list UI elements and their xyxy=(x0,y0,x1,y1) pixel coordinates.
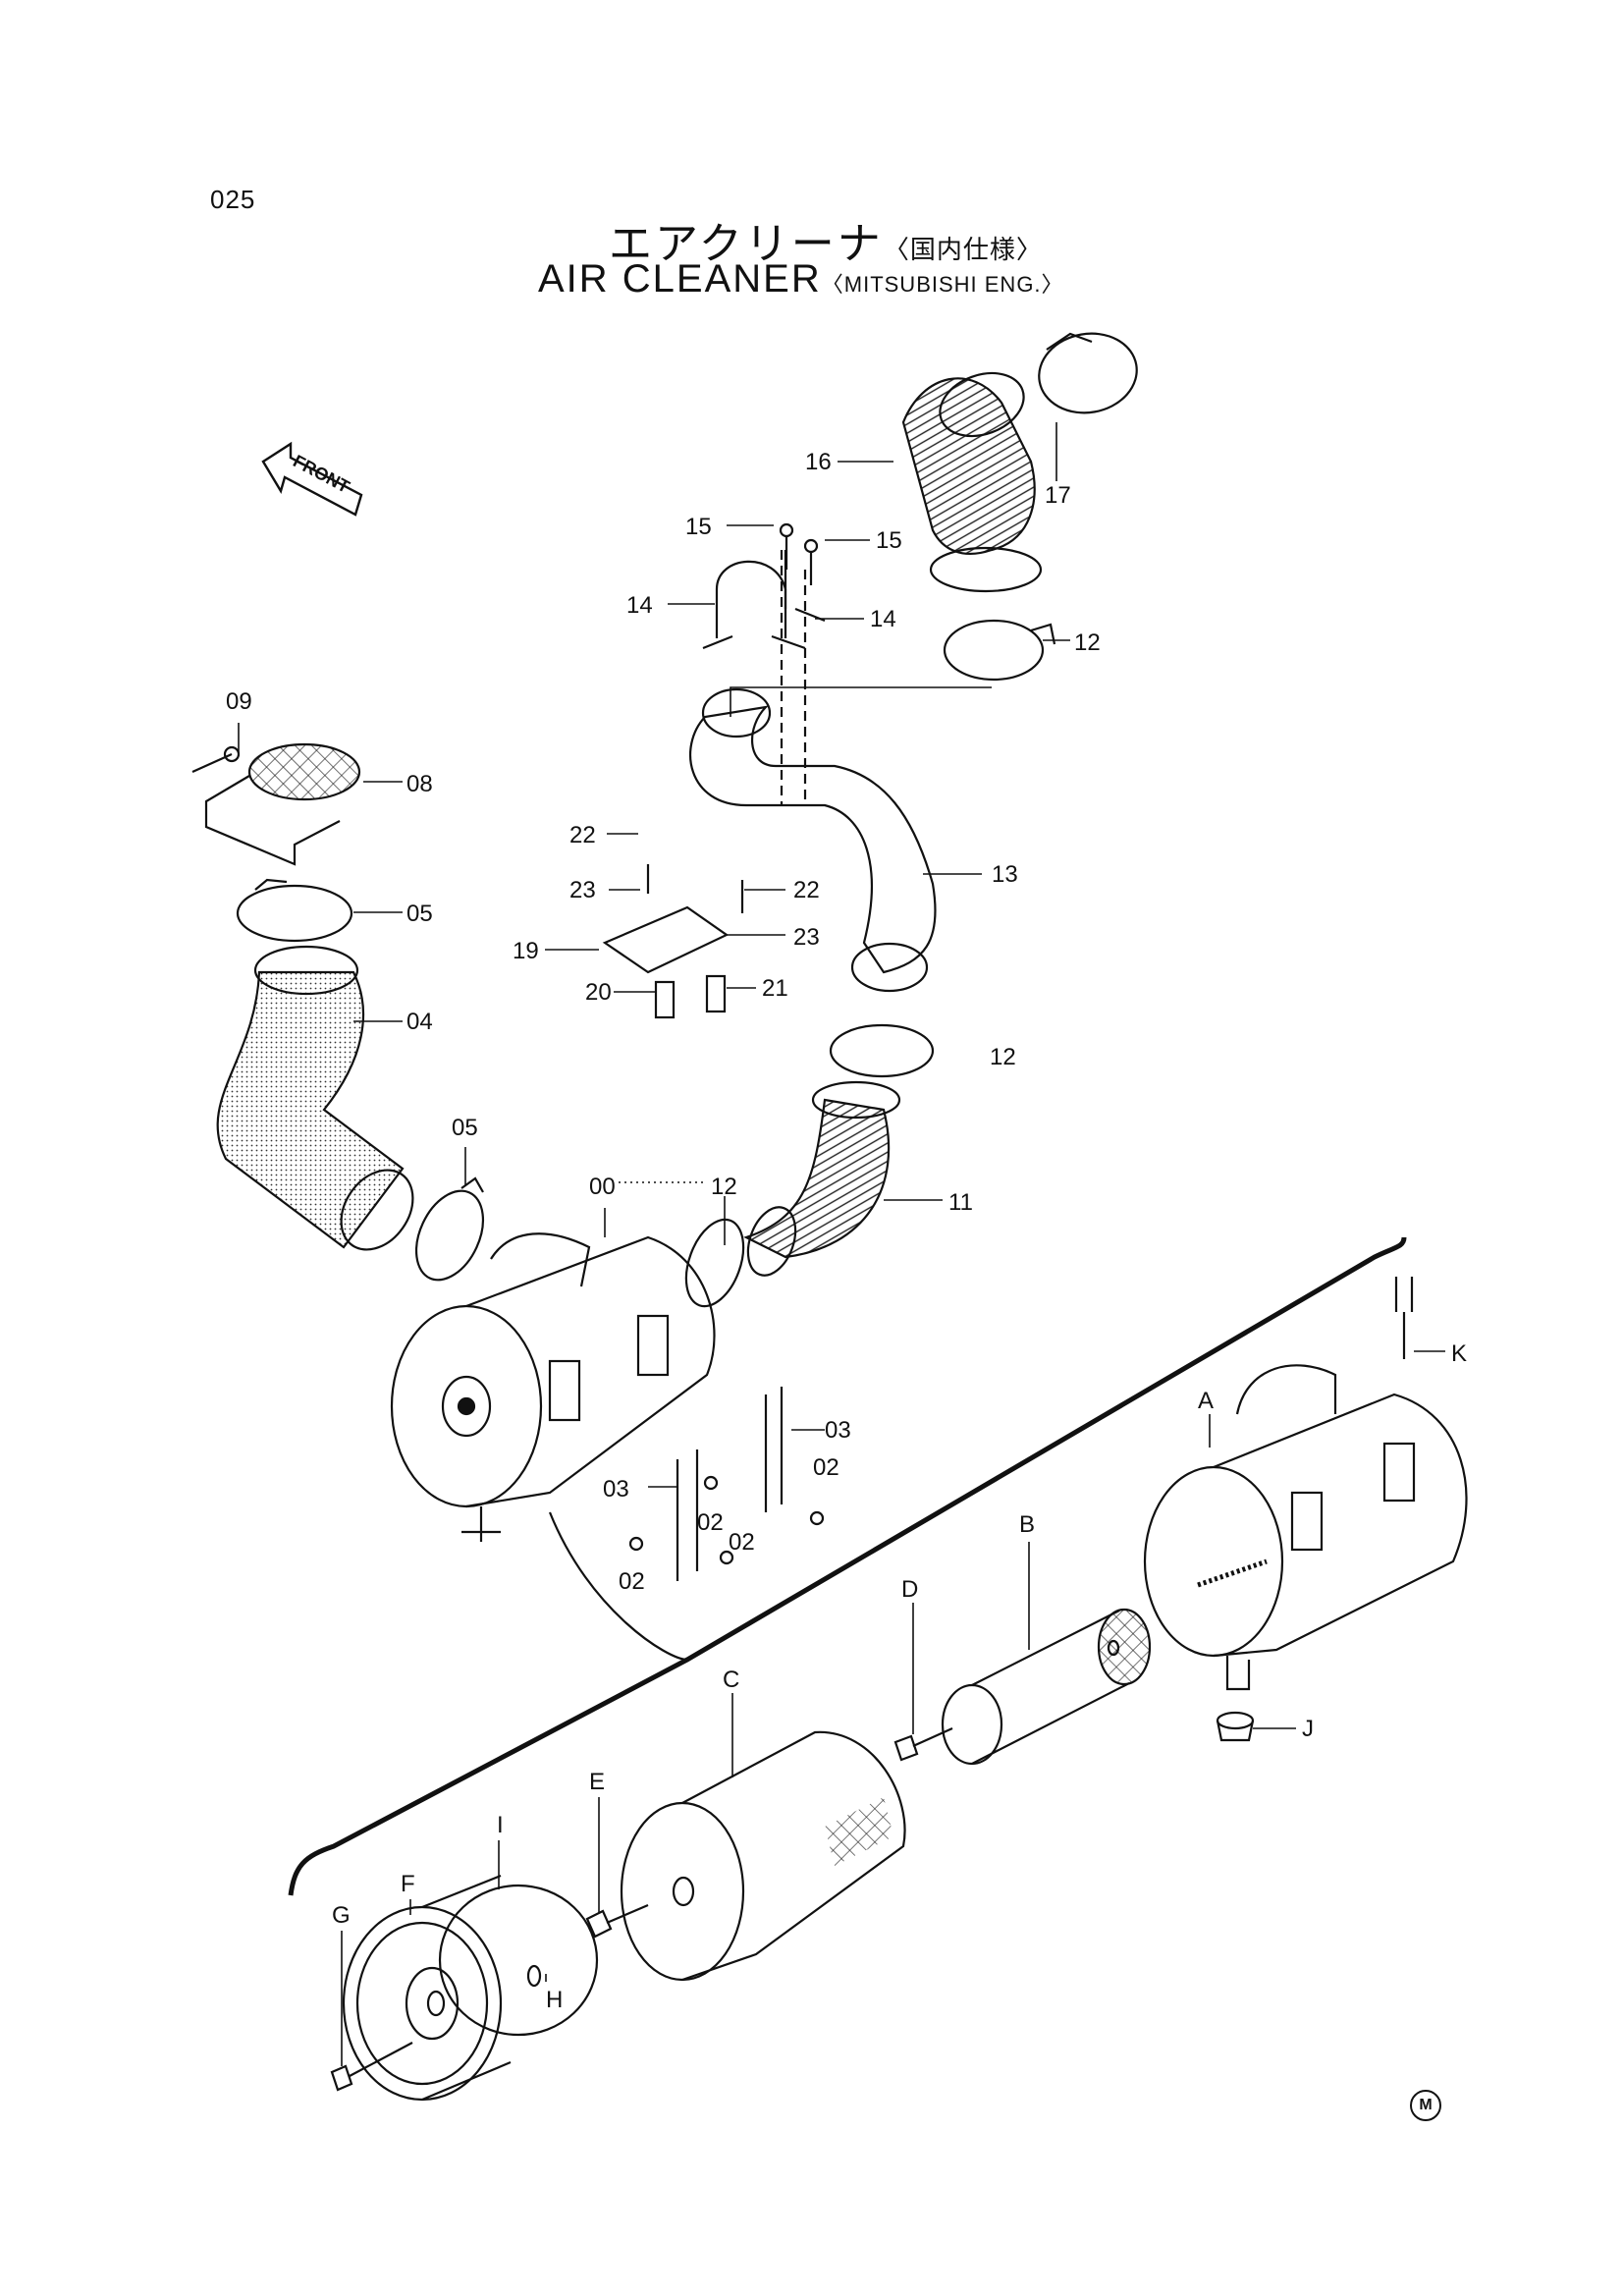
callout-12-lower: 12 xyxy=(711,1174,737,1200)
callout-A: A xyxy=(1198,1388,1214,1414)
bracket-03-drawing xyxy=(628,1387,825,1581)
callout-E: E xyxy=(589,1769,605,1795)
bellows-hose-11-drawing xyxy=(684,1023,935,1308)
callout-19: 19 xyxy=(513,938,539,964)
hose-clamp-05-lower-drawing xyxy=(414,1176,485,1282)
callout-03-right: 03 xyxy=(825,1417,851,1444)
title-english: AIR CLEANER〈MITSUBISHI ENG.〉 xyxy=(538,257,1064,301)
callout-03-left: 03 xyxy=(603,1476,629,1503)
callout-12-middle: 12 xyxy=(990,1044,1016,1070)
callout-00: 00 xyxy=(589,1174,616,1200)
callout-17: 17 xyxy=(1045,482,1071,509)
callout-J: J xyxy=(1302,1716,1314,1742)
callout-04: 04 xyxy=(406,1009,433,1035)
callout-22-left: 22 xyxy=(569,822,596,848)
plate-I-drawing xyxy=(438,1884,599,2037)
callout-15-left: 15 xyxy=(685,514,712,540)
callout-K: K xyxy=(1451,1340,1467,1367)
callout-22-right: 22 xyxy=(793,877,820,903)
callout-05-upper: 05 xyxy=(406,901,433,927)
precleaner-cap-08-drawing xyxy=(191,742,361,866)
callout-B: B xyxy=(1019,1511,1035,1538)
title-japanese-spec: 〈国内仕様〉 xyxy=(883,235,1043,264)
callout-13: 13 xyxy=(992,861,1018,888)
callout-14-right: 14 xyxy=(870,606,896,632)
title-english-text: AIR CLEANER xyxy=(538,257,822,301)
bellows-hose-16-drawing xyxy=(901,332,1138,593)
callout-02-right: 02 xyxy=(813,1454,839,1481)
callout-12-upper: 12 xyxy=(1074,629,1101,656)
front-arrow-label: FRONT xyxy=(290,451,352,497)
main-element-C-drawing xyxy=(620,1730,906,1982)
callout-16: 16 xyxy=(805,449,832,475)
callout-08: 08 xyxy=(406,771,433,797)
hose-clamp-12-upper-drawing xyxy=(943,619,1056,682)
drain-cap-J-drawing xyxy=(1216,1711,1255,1742)
stay-19-drawing xyxy=(602,864,744,1019)
cover-F-drawing xyxy=(342,1874,512,2102)
callout-15-right: 15 xyxy=(876,527,902,554)
callout-labels: 16 17 15 15 14 14 12 09 08 22 13 23 22 0… xyxy=(226,449,1467,2013)
callout-C: C xyxy=(723,1667,739,1693)
front-arrow-icon: FRONT xyxy=(261,441,363,517)
title-japanese-text: エアクリーナ xyxy=(609,220,884,268)
callout-02-bottom-right: 02 xyxy=(729,1529,755,1556)
wing-nut-D-drawing xyxy=(893,1726,953,1762)
callout-02-middle: 02 xyxy=(697,1509,724,1536)
exploded-view-divider xyxy=(288,1236,1407,1896)
housing-A-drawing xyxy=(1143,1277,1468,1691)
callout-23-right: 23 xyxy=(793,924,820,951)
callout-09: 09 xyxy=(226,688,252,715)
page-number: 025 xyxy=(210,185,256,214)
intake-pipe-13-drawing xyxy=(689,550,937,993)
leader-lines xyxy=(238,422,1445,2066)
callout-I: I xyxy=(497,1812,504,1838)
title-english-spec: 〈MITSUBISHI ENG.〉 xyxy=(821,272,1064,297)
safety-element-B-drawing xyxy=(941,1608,1152,1766)
callout-21: 21 xyxy=(762,975,788,1002)
callout-11: 11 xyxy=(948,1189,973,1216)
wing-nut-E-drawing xyxy=(585,1903,649,1939)
callout-H: H xyxy=(546,1987,563,2013)
callout-G: G xyxy=(332,1902,351,1929)
callout-23-left: 23 xyxy=(569,877,596,903)
callout-02-bottom-left: 02 xyxy=(619,1568,645,1595)
hose-clamp-05-upper-drawing xyxy=(236,878,353,943)
callout-F: F xyxy=(401,1871,415,1897)
callout-20: 20 xyxy=(585,979,612,1006)
callout-05-lower: 05 xyxy=(452,1115,478,1141)
title-japanese: エアクリーナ〈国内仕様〉 xyxy=(609,208,1043,271)
callout-D: D xyxy=(901,1576,918,1603)
bracket-14-drawing xyxy=(702,522,826,650)
callout-14-left: 14 xyxy=(626,592,653,619)
wing-nut-G-drawing xyxy=(330,2042,413,2092)
air-cleaner-assembly-00-drawing xyxy=(390,1232,716,1662)
elbow-hose-04-drawing xyxy=(216,945,414,1251)
corner-mark: M xyxy=(1410,2090,1441,2121)
